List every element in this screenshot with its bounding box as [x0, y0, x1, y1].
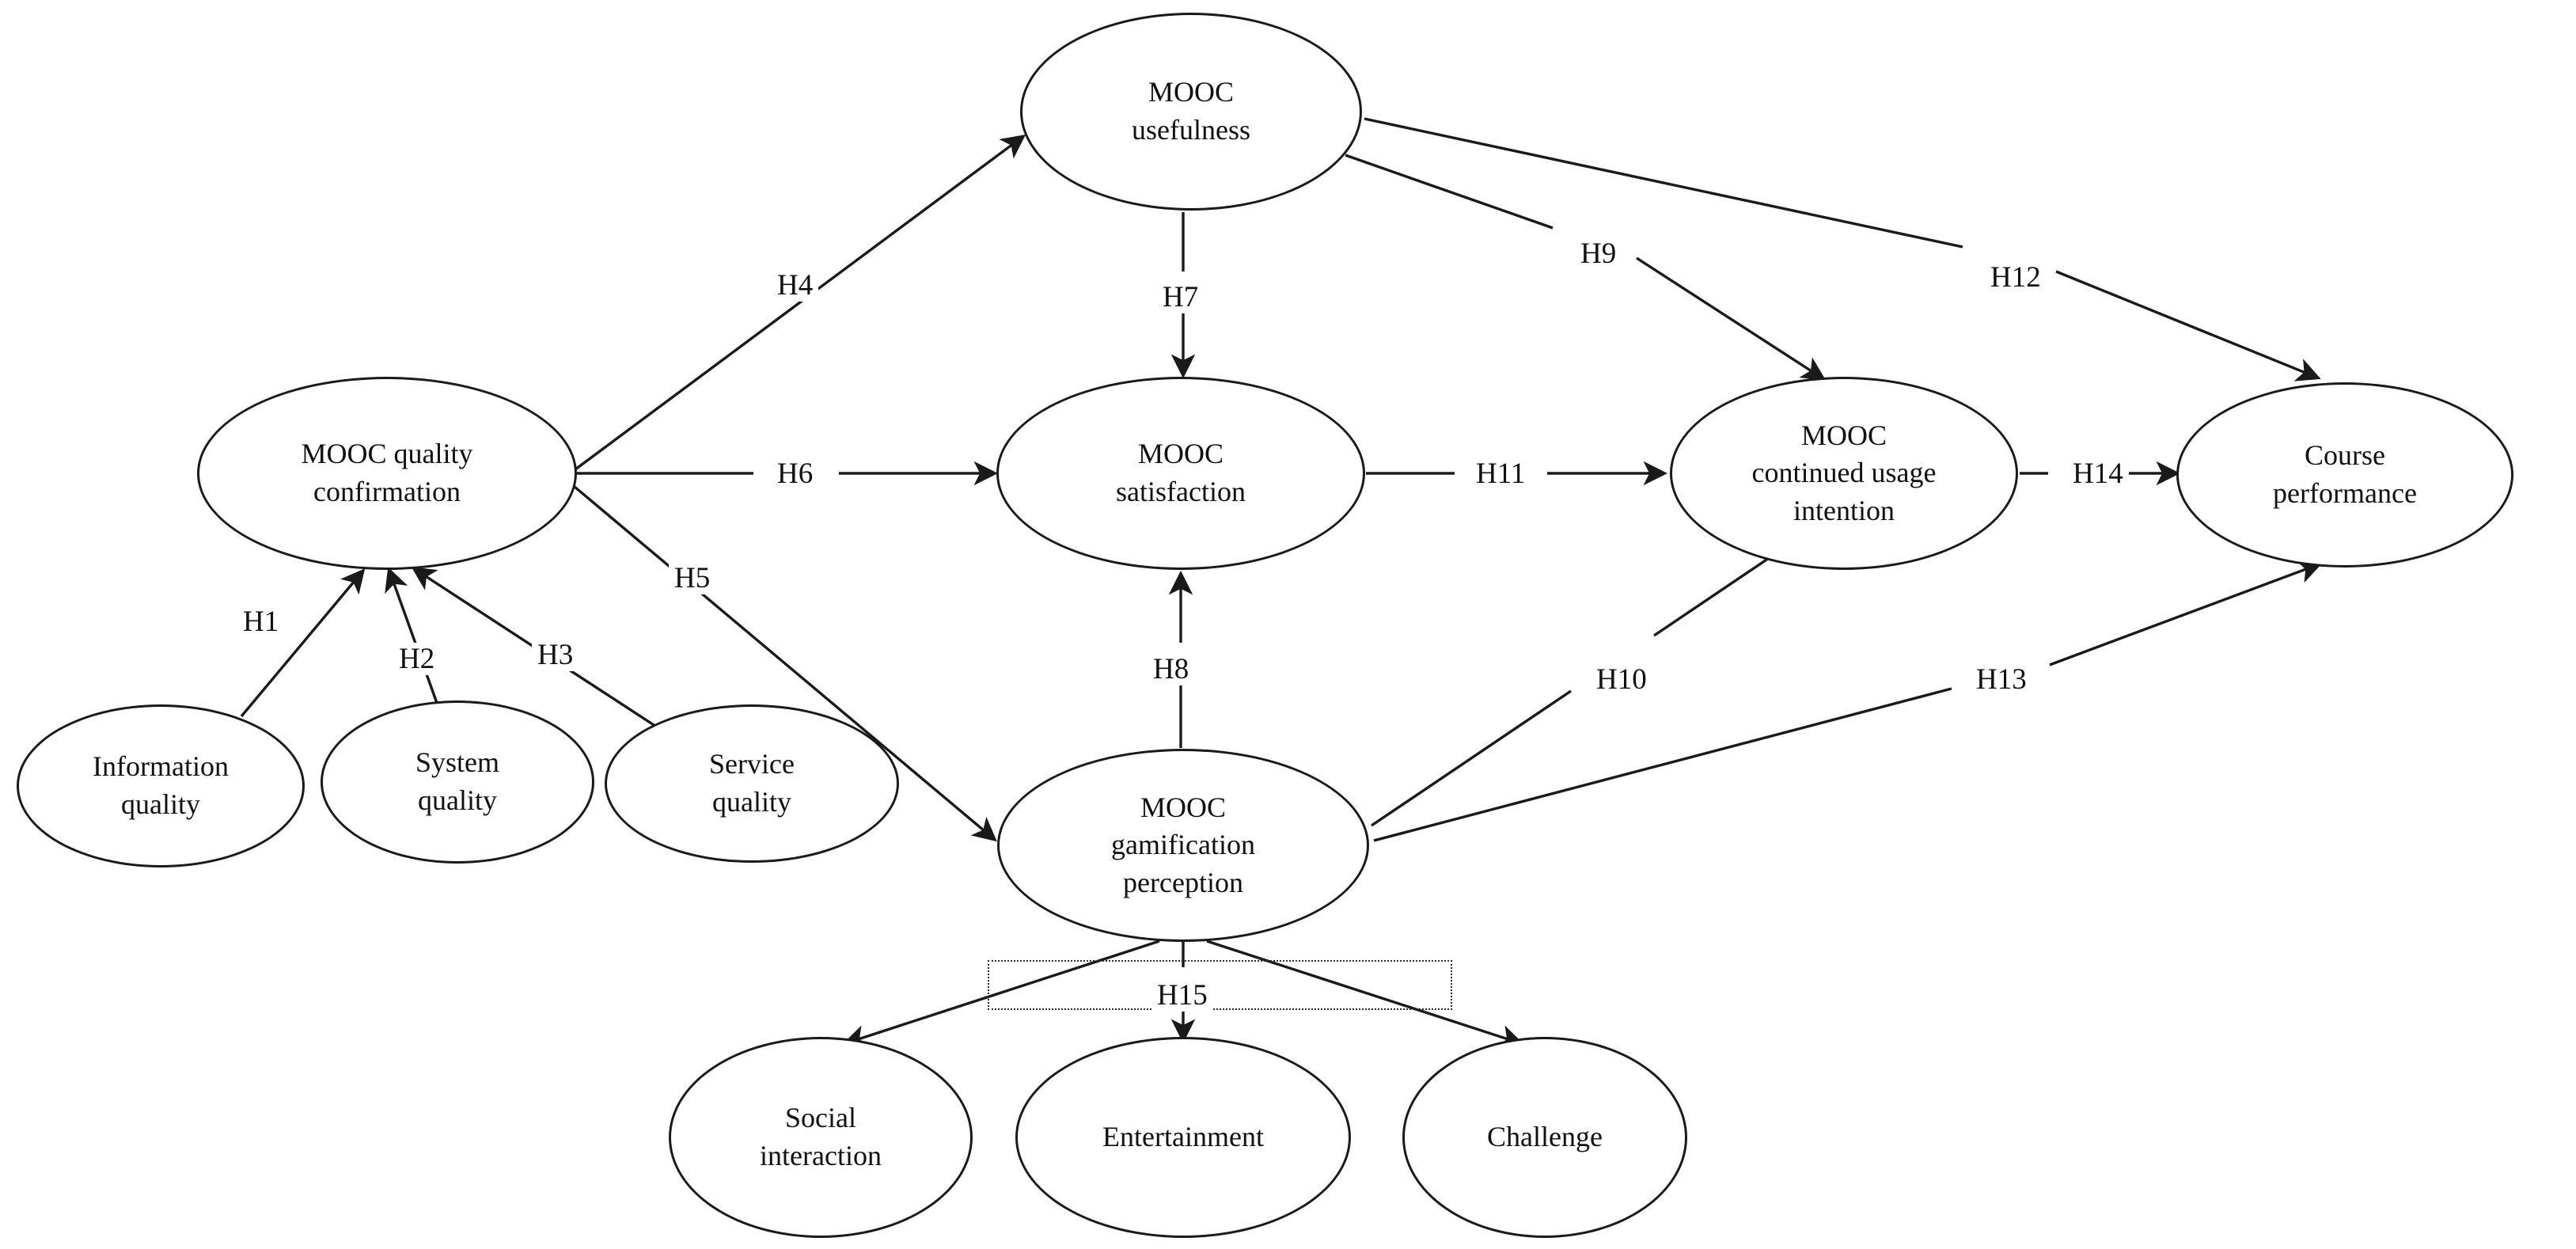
edge-h2	[385, 567, 438, 704]
node-label-entertainment: Entertainment	[1102, 1121, 1264, 1153]
hypothesis-label-h12: H12	[1985, 261, 2047, 294]
edge-h13-a	[1373, 687, 1952, 842]
node-information-quality[interactable]: Information quality	[17, 704, 305, 867]
node-label-service-quality: Service quality	[709, 748, 795, 818]
hypothesis-label-h6: H6	[772, 457, 819, 490]
node-mooc-usefulness[interactable]: MOOC usefulness	[1020, 13, 1362, 211]
node-mooc-quality-confirmation[interactable]: MOOC quality confirmation	[197, 377, 577, 570]
hypothesis-label-h4: H4	[772, 269, 819, 302]
node-course-performance[interactable]: Course performance	[2176, 382, 2513, 568]
edge-h12-b	[2055, 270, 2321, 382]
node-entertainment[interactable]: Entertainment	[1015, 1037, 1351, 1238]
edge-h15-challenge	[1206, 940, 1524, 1049]
node-label-mooc-satisfaction: MOOC satisfaction	[1116, 438, 1246, 507]
hypothesis-label-h10: H10	[1591, 663, 1652, 696]
hypothesis-label-h7: H7	[1157, 281, 1205, 313]
hypothesis-label-h14: H14	[2067, 457, 2129, 490]
hypothesis-label-h5: H5	[669, 562, 716, 594]
node-mooc-satisfaction[interactable]: MOOC satisfaction	[996, 377, 1365, 570]
node-label-mooc-continued-usage-intention: MOOC continued usage intention	[1751, 419, 1937, 526]
edge-h1	[240, 568, 366, 718]
hypothesis-label-h9: H9	[1575, 237, 1622, 270]
node-mooc-gamification-perception[interactable]: MOOC gamification perception	[997, 749, 1369, 942]
hypothesis-label-h2: H2	[393, 643, 441, 675]
node-social-interaction[interactable]: Social interaction	[669, 1037, 973, 1238]
node-system-quality[interactable]: System quality	[321, 700, 594, 864]
edge-h4	[571, 134, 1026, 473]
node-label-information-quality: Information quality	[93, 750, 229, 820]
node-label-mooc-gamification-perception: MOOC gamification perception	[1111, 791, 1255, 898]
edge-h5	[573, 485, 997, 842]
edge-h12-a	[1364, 117, 1963, 249]
hypothesis-label-h3: H3	[532, 639, 579, 671]
node-label-social-interaction: Social interaction	[760, 1102, 882, 1171]
hypothesis-label-h1: H1	[237, 606, 285, 638]
hypothesis-label-h11: H11	[1470, 457, 1531, 490]
edge-h9-a	[1345, 154, 1554, 230]
node-label-system-quality: System quality	[415, 746, 499, 816]
edge-h15-social	[842, 940, 1160, 1049]
node-mooc-continued-usage-intention[interactable]: MOOC continued usage intention	[1670, 377, 2018, 570]
h15-group-box	[988, 960, 1452, 1010]
edge-h10-a	[1371, 689, 1572, 827]
node-label-course-performance: Course performance	[2273, 439, 2417, 509]
edge-h9-b	[1636, 256, 1827, 381]
edge-h13-b	[2049, 560, 2323, 666]
node-label-challenge: Challenge	[1487, 1121, 1603, 1153]
hypothesis-label-h8: H8	[1148, 653, 1195, 685]
node-challenge[interactable]: Challenge	[1402, 1037, 1687, 1238]
hypothesis-label-h13: H13	[1971, 663, 2032, 696]
hypothesis-label-h15: H15	[1151, 979, 1213, 1012]
node-label-mooc-quality-confirmation: MOOC quality confirmation	[301, 438, 473, 507]
node-service-quality[interactable]: Service quality	[605, 704, 899, 863]
node-label-mooc-usefulness: MOOC usefulness	[1132, 76, 1250, 146]
